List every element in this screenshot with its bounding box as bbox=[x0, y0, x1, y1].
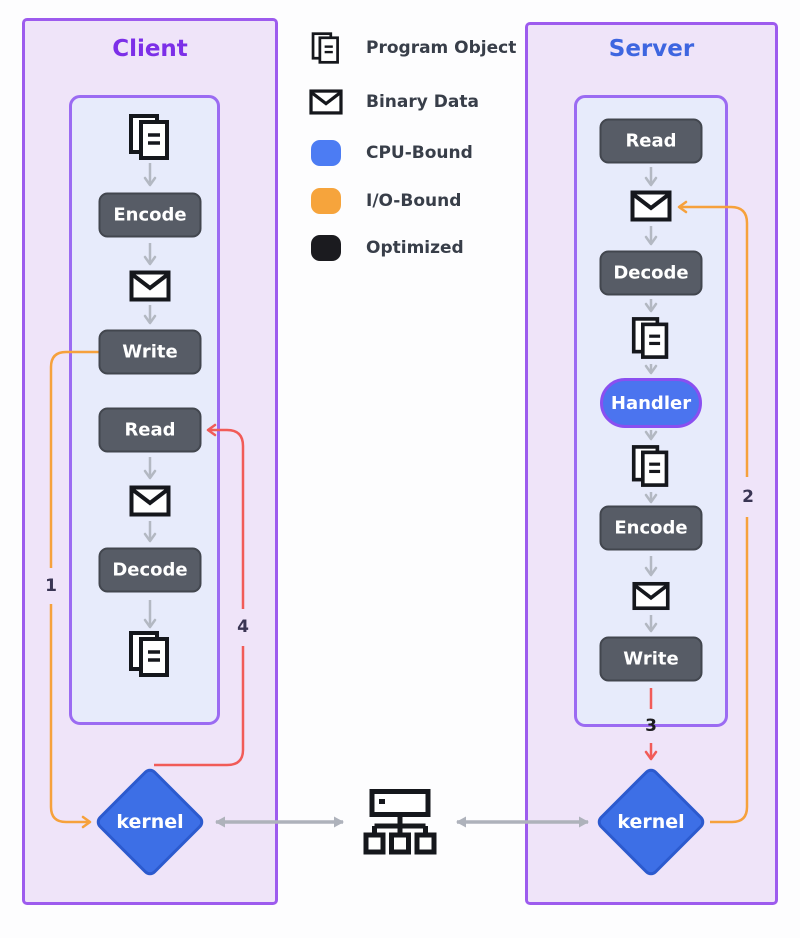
legend-label: Program Object bbox=[366, 38, 517, 58]
client-write-box: Write bbox=[98, 329, 202, 375]
program-object-icon bbox=[128, 630, 172, 678]
client-encode-box: Encode bbox=[98, 192, 202, 238]
kernel-label: kernel bbox=[116, 811, 184, 833]
server-read-box: Read bbox=[599, 118, 703, 164]
legend-row-cpu-bound: CPU-Bound bbox=[304, 140, 473, 166]
binary-data-icon bbox=[129, 270, 171, 302]
legend-row-program-object: Program Object bbox=[304, 31, 516, 65]
server-decode-box: Decode bbox=[599, 250, 703, 296]
kernel-label: kernel bbox=[617, 811, 685, 833]
binary-data-icon bbox=[632, 581, 670, 611]
legend-label: I/O-Bound bbox=[366, 191, 462, 211]
client-title: Client bbox=[112, 36, 188, 62]
optimized-swatch bbox=[304, 235, 348, 261]
program-object-icon bbox=[631, 444, 671, 488]
legend-label: CPU-Bound bbox=[366, 143, 473, 163]
program-object-icon bbox=[631, 316, 671, 360]
program-object-icon bbox=[304, 31, 348, 65]
legend-row-optimized: Optimized bbox=[304, 235, 464, 261]
binary-data-icon bbox=[129, 485, 171, 517]
legend-row-io-bound: I/O-Bound bbox=[304, 188, 461, 214]
io-bound-swatch bbox=[304, 188, 348, 214]
cpu-bound-swatch bbox=[304, 140, 348, 166]
binary-data-icon bbox=[630, 190, 672, 222]
server-title: Server bbox=[608, 36, 695, 62]
binary-data-icon bbox=[304, 89, 348, 115]
program-object-icon bbox=[128, 113, 172, 161]
server-handler-pill: Handler bbox=[600, 378, 702, 428]
network-hub-icon bbox=[362, 789, 438, 863]
legend-label: Optimized bbox=[366, 238, 464, 258]
server-encode-box: Encode bbox=[599, 505, 703, 551]
step-label-2: 2 bbox=[742, 487, 754, 507]
legend-label: Binary Data bbox=[366, 92, 479, 112]
step-label-4: 4 bbox=[237, 617, 249, 637]
server-write-box: Write bbox=[599, 636, 703, 682]
legend-row-binary-data: Binary Data bbox=[304, 89, 479, 115]
client-read-box: Read bbox=[98, 407, 202, 453]
client-decode-box: Decode bbox=[98, 547, 202, 593]
step-label-1: 1 bbox=[45, 576, 57, 596]
step-label-3: 3 bbox=[645, 716, 657, 736]
